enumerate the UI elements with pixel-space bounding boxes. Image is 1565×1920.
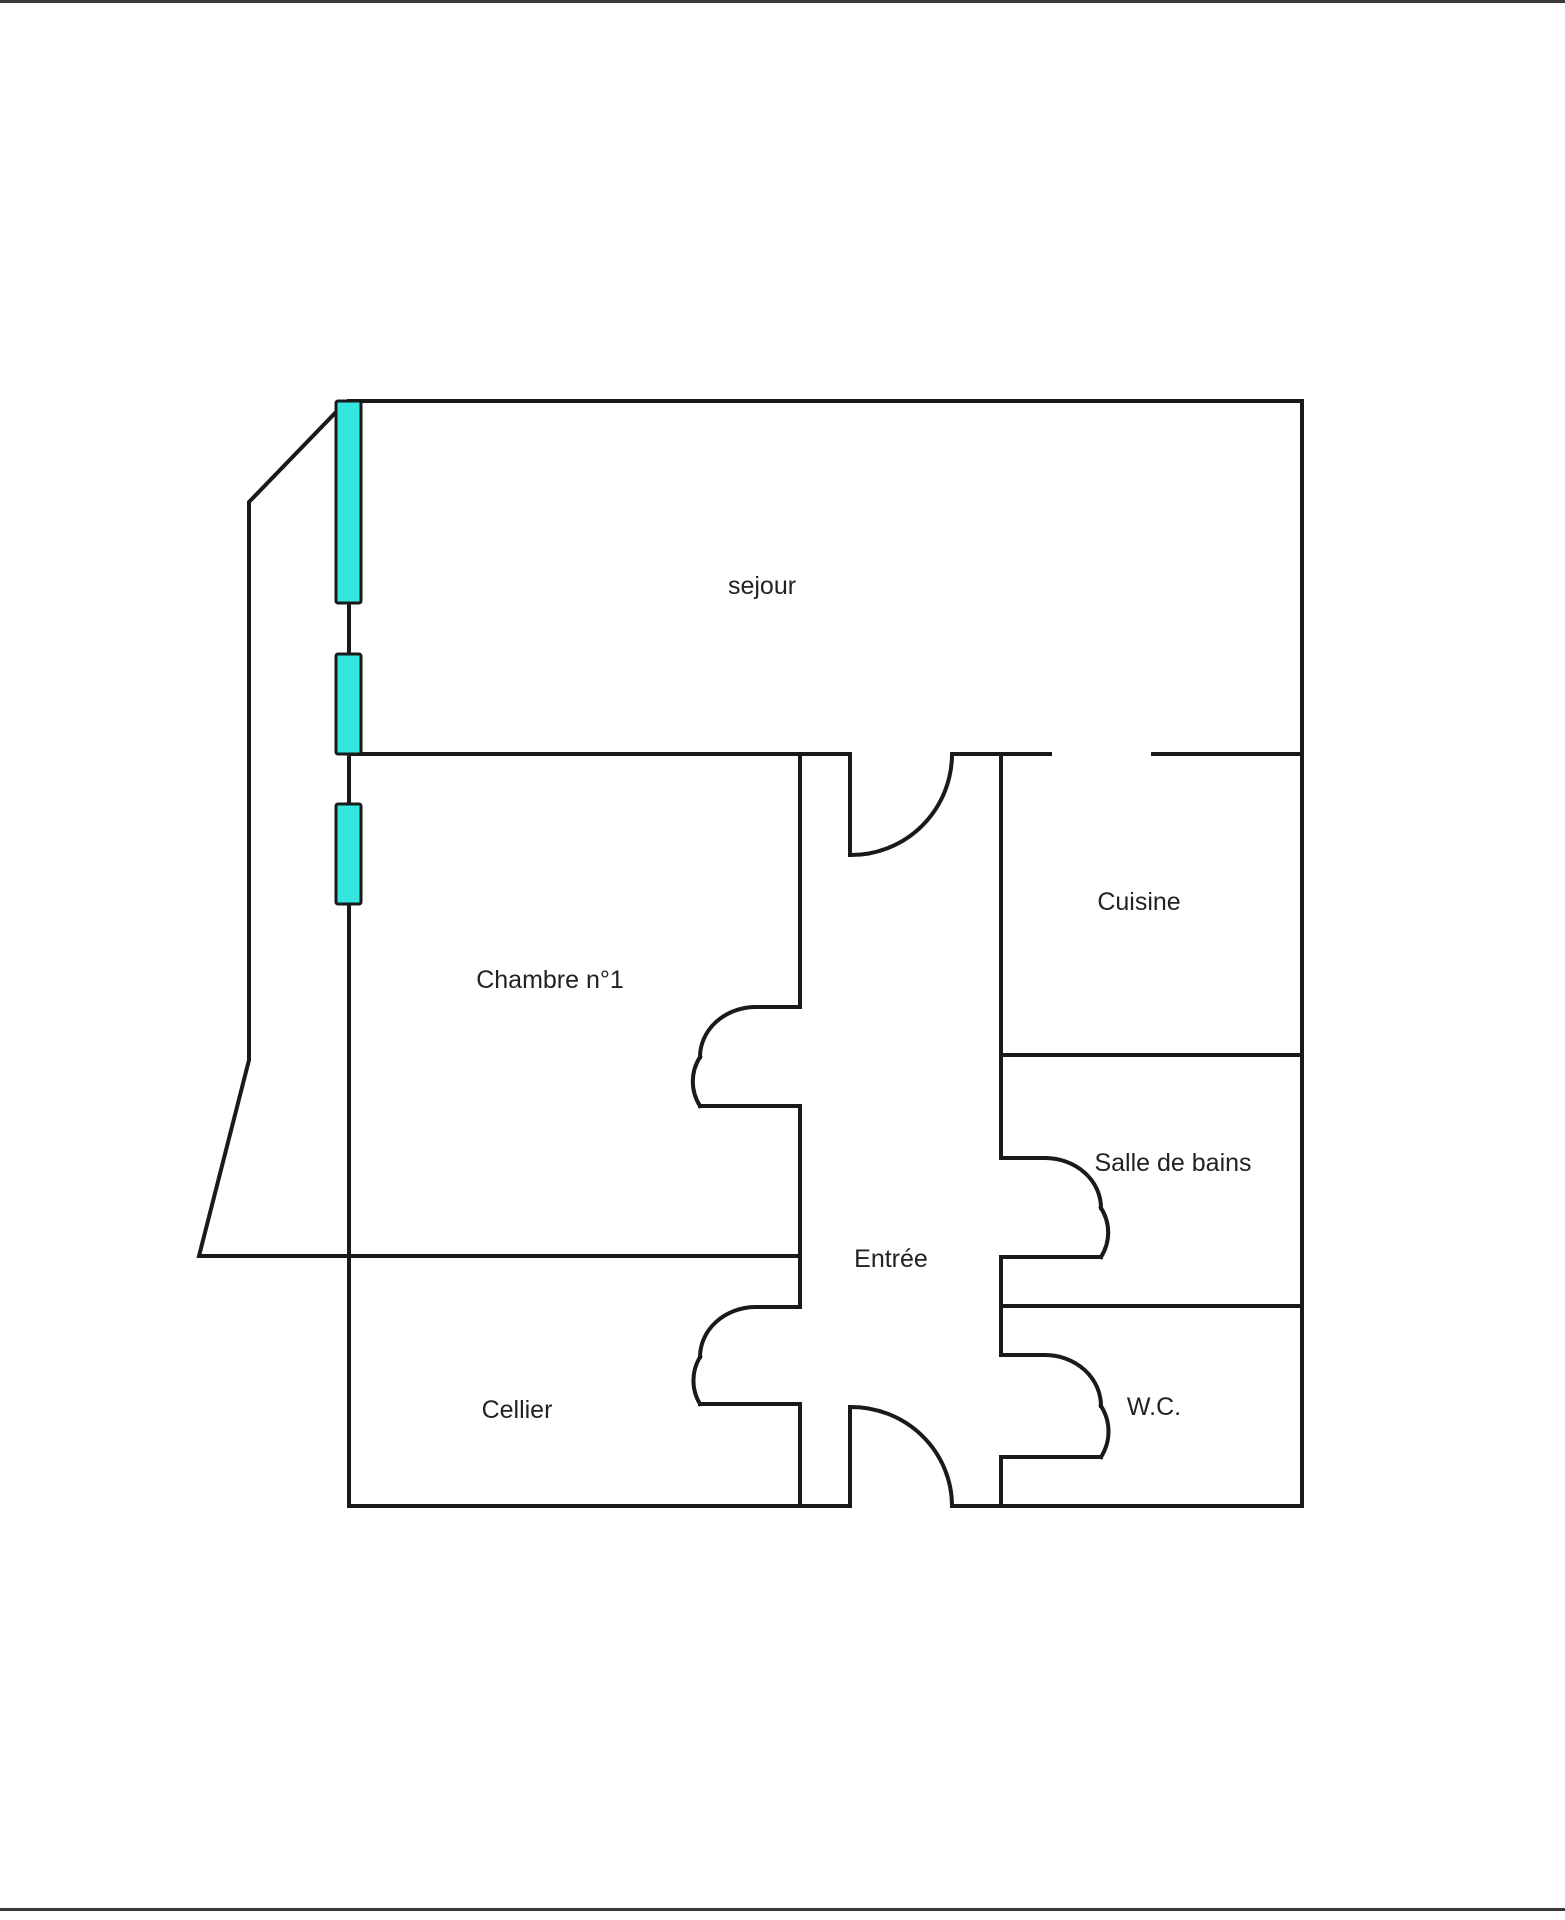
room-label-chambre: Chambre n°1	[476, 966, 624, 994]
window-chambre	[334, 802, 363, 906]
door-sdb-swing-b	[1098, 1205, 1111, 1260]
walls	[196, 399, 1304, 1509]
door-chambre-swing-b	[690, 1054, 703, 1109]
door-sdb-swing-a	[1042, 1155, 1104, 1211]
door-entry-swing	[847, 1404, 955, 1509]
room-label-sejour: sejour	[728, 572, 796, 600]
room-label-entree: Entrée	[854, 1245, 928, 1273]
window-sejour-large	[334, 399, 363, 605]
door-chambre-swing-a	[697, 1004, 758, 1060]
door-wc-swing-b	[1098, 1403, 1111, 1460]
room-label-cellier: Cellier	[482, 1396, 553, 1424]
window-sejour-small	[334, 652, 363, 756]
door-cellier-swing-a	[697, 1304, 758, 1360]
bottom-border	[0, 1908, 1565, 1911]
room-label-cuisine: Cuisine	[1097, 888, 1180, 916]
top-border	[0, 0, 1565, 3]
door-cellier-swing-b	[691, 1354, 703, 1407]
room-label-wc: W.C.	[1127, 1393, 1181, 1421]
room-label-salle-de-bains: Salle de bains	[1094, 1149, 1251, 1177]
windows	[334, 399, 363, 906]
door-top-swing	[847, 751, 955, 858]
door-wc-swing-a	[1042, 1352, 1104, 1409]
wall-terrace-outline	[196, 406, 802, 1258]
